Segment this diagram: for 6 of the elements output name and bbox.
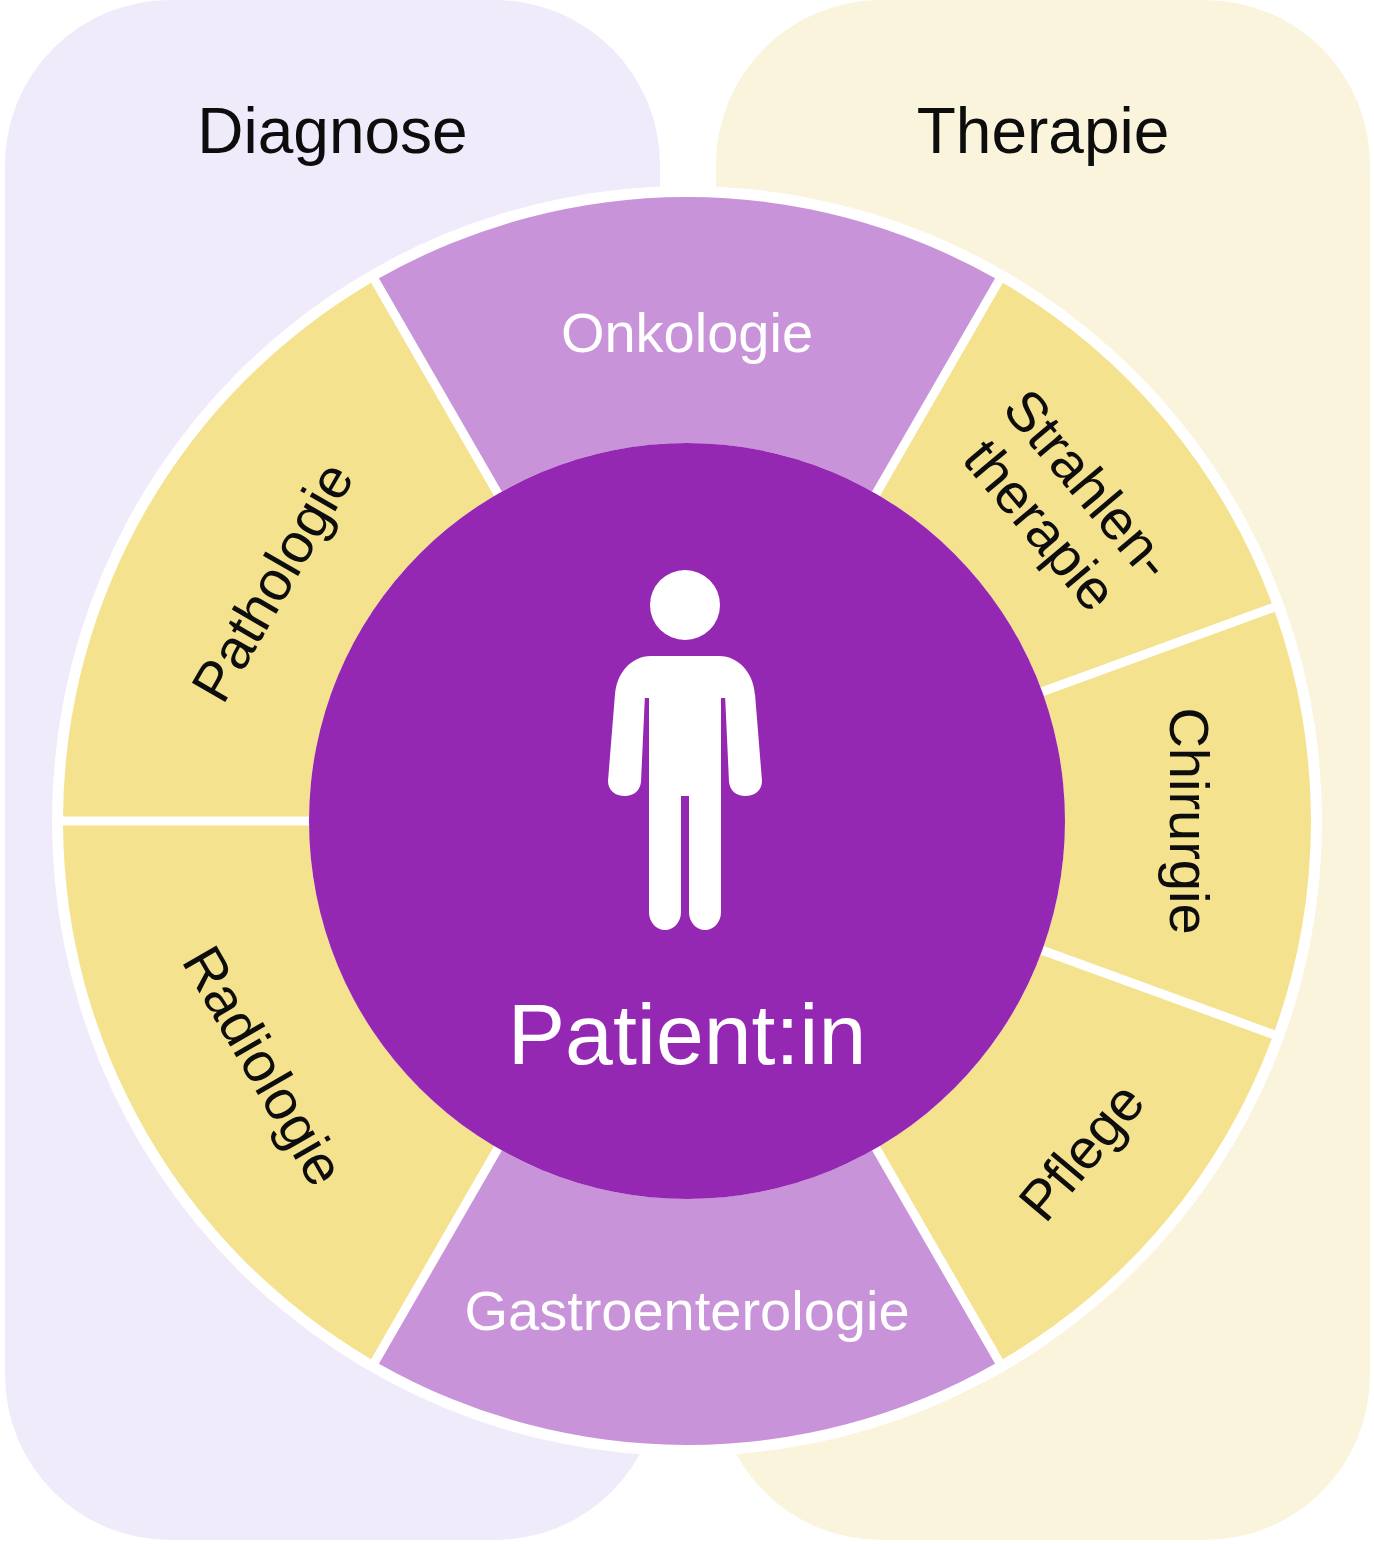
segment-label: Chirurgie [1157,707,1221,935]
group-heading: Diagnose [197,96,468,167]
segment-label: Gastroenterologie [464,1279,910,1343]
segment-label: Onkologie [560,301,814,365]
group-heading: Therapie [916,96,1170,167]
center-label: Patient:in [507,986,867,1082]
